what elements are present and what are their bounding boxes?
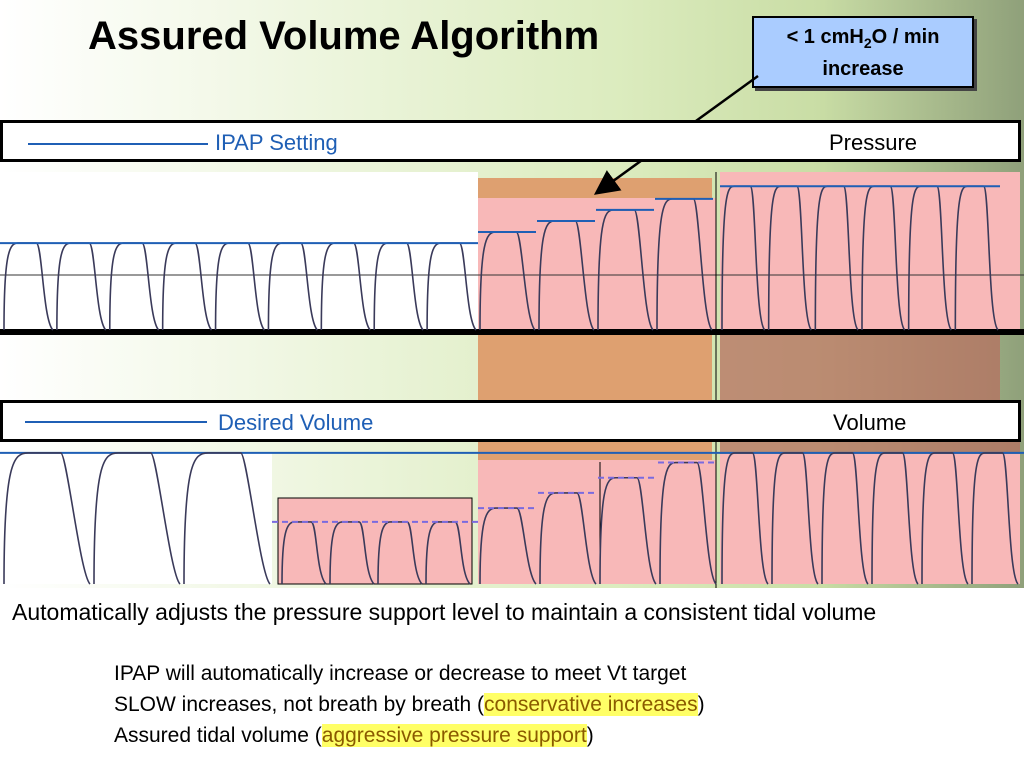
description-panel: Automatically adjusts the pressure suppo… [0,588,1024,768]
description-bullet-1: IPAP will automatically increase or decr… [114,662,687,685]
pressure-label-bar: IPAP Setting Pressure [0,120,1021,162]
description-bullet-2: SLOW increases, not breath by breath (co… [114,693,705,717]
ipap-legend-label: IPAP Setting [215,130,338,155]
volume-breath-normal-3 [183,452,271,585]
volume-breath-high-3 [821,452,869,585]
volume-recovery-window [478,460,716,584]
callout-line2: increase [822,58,904,80]
volume-label-bar: Desired Volume Volume [0,400,1021,442]
volume-breath-recovery-4 [659,461,717,585]
volume-axis-label: Volume [833,410,907,435]
volume-high-window [720,454,1020,584]
volume-breath-normal-1 [3,452,91,585]
volume-breath-high-6 [971,452,1019,585]
waveform-diagram [0,74,1024,590]
volume-breath-low-2 [329,521,375,585]
bullet-2-prefix: SLOW increases, not breath by breath ( [114,693,485,716]
volume-breath-high-5 [921,452,969,585]
aggressive-highlight: aggressive pressure support [321,724,587,747]
volume-breath-high-4 [871,452,919,585]
description-main: Automatically adjusts the pressure suppo… [12,599,877,625]
pressure-step-window [478,198,716,330]
volume-breath-recovery-1 [479,507,537,585]
volume-breath-high-1 [721,452,769,585]
bullet-3-prefix: Assured tidal volume ( [114,724,322,747]
volume-breath-low-3 [377,521,423,585]
callout-suffix: O / min [871,26,940,48]
volume-legend-line [25,421,207,423]
rate-callout: < 1 cmH2O / min increase [752,16,974,88]
pressure-baseline-window [0,172,478,330]
pressure-axis-label: Pressure [829,130,918,155]
bullet-3-suffix: ) [586,724,594,747]
desired-volume-legend-label: Desired Volume [218,410,374,435]
conservative-highlight: conservative increases [484,693,698,716]
volume-breath-recovery-3 [599,476,657,585]
volume-breath-high-2 [771,452,819,585]
bullet-2-suffix: ) [697,693,705,716]
callout-prefix: < 1 cmH [786,26,864,48]
description-bullet-3: Assured tidal volume (aggressive pressur… [114,724,594,748]
volume-breath-recovery-2 [539,492,597,585]
callout-subscript: 2 [863,35,872,51]
volume-breath-normal-2 [93,452,181,585]
volume-normal-window [0,452,272,584]
pressure-high-window [720,172,1020,330]
volume-low-window [277,497,473,585]
ipap-legend-line [28,143,208,145]
slide-title: Assured Volume Algorithm [88,14,600,58]
